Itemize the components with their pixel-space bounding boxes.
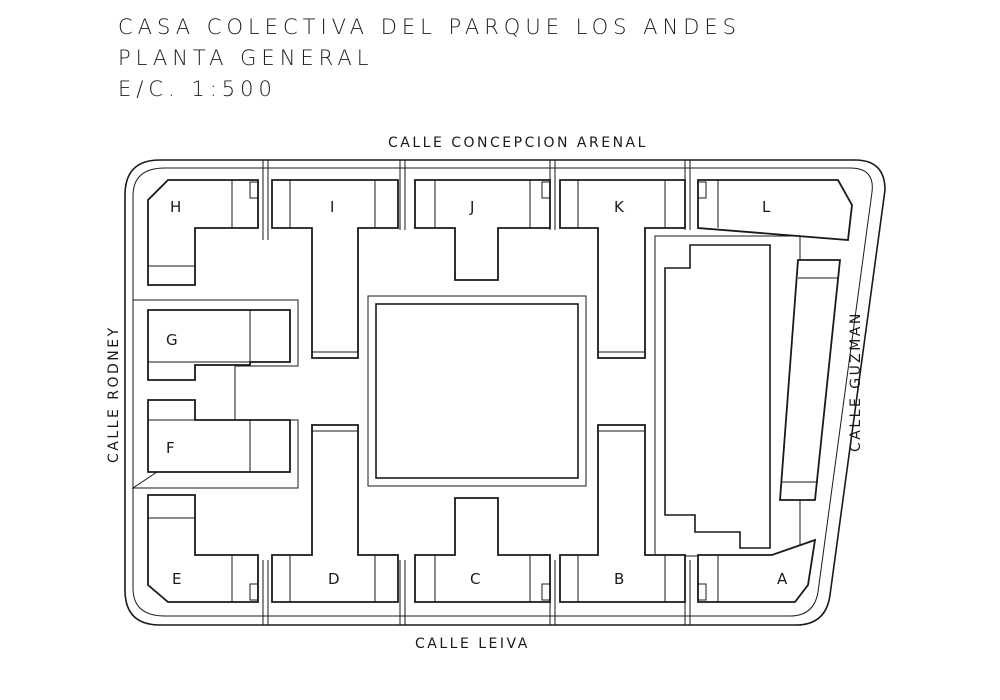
- east-garden: [664, 244, 771, 549]
- building-f: [147, 399, 291, 473]
- block-label-i: I: [330, 198, 334, 216]
- building-e: [147, 494, 259, 603]
- title-block: CASA COLECTIVA DEL PARQUE LOS ANDES PLAN…: [118, 12, 741, 105]
- street-label-west: CALLE RODNEY: [106, 325, 122, 463]
- building-c: [414, 497, 551, 603]
- street-label-east: CALLE GUZMAN: [848, 311, 864, 452]
- building-h: [147, 179, 259, 286]
- building-i: [271, 179, 399, 359]
- block-label-e: E: [172, 570, 181, 588]
- building-j: [414, 179, 551, 281]
- block-label-l: L: [762, 198, 771, 216]
- central-courtyard: [375, 303, 579, 479]
- drawing-scale: E/C. 1:500: [118, 77, 277, 101]
- building-g: [147, 309, 291, 381]
- block-label-d: D: [328, 570, 340, 588]
- block-label-f: F: [166, 439, 175, 457]
- block-label-c: C: [470, 570, 480, 588]
- block-label-b: B: [614, 570, 624, 588]
- block-label-j: J: [469, 198, 474, 216]
- building-k: [559, 179, 686, 359]
- central-courtyard-walk: [367, 295, 587, 487]
- building-b: [559, 424, 686, 603]
- east-garden-walk: [654, 235, 801, 557]
- drawing-subtitle: PLANTA GENERAL: [118, 46, 374, 70]
- site-boundary-inner: [132, 167, 873, 617]
- block-label-a: A: [777, 570, 788, 588]
- building-a: [697, 538, 817, 603]
- block-label-k: K: [614, 198, 625, 216]
- building-east-wing: [779, 259, 841, 501]
- street-label-north: CALLE CONCEPCION ARENAL: [388, 135, 648, 151]
- block-label-h: H: [170, 198, 181, 216]
- street-label-south: CALLE LEIVA: [415, 636, 530, 652]
- drawing-title: CASA COLECTIVA DEL PARQUE LOS ANDES: [118, 15, 741, 39]
- block-label-g: G: [166, 331, 178, 349]
- site-boundary: [124, 159, 886, 626]
- building-d: [271, 424, 399, 603]
- building-l: [697, 179, 853, 241]
